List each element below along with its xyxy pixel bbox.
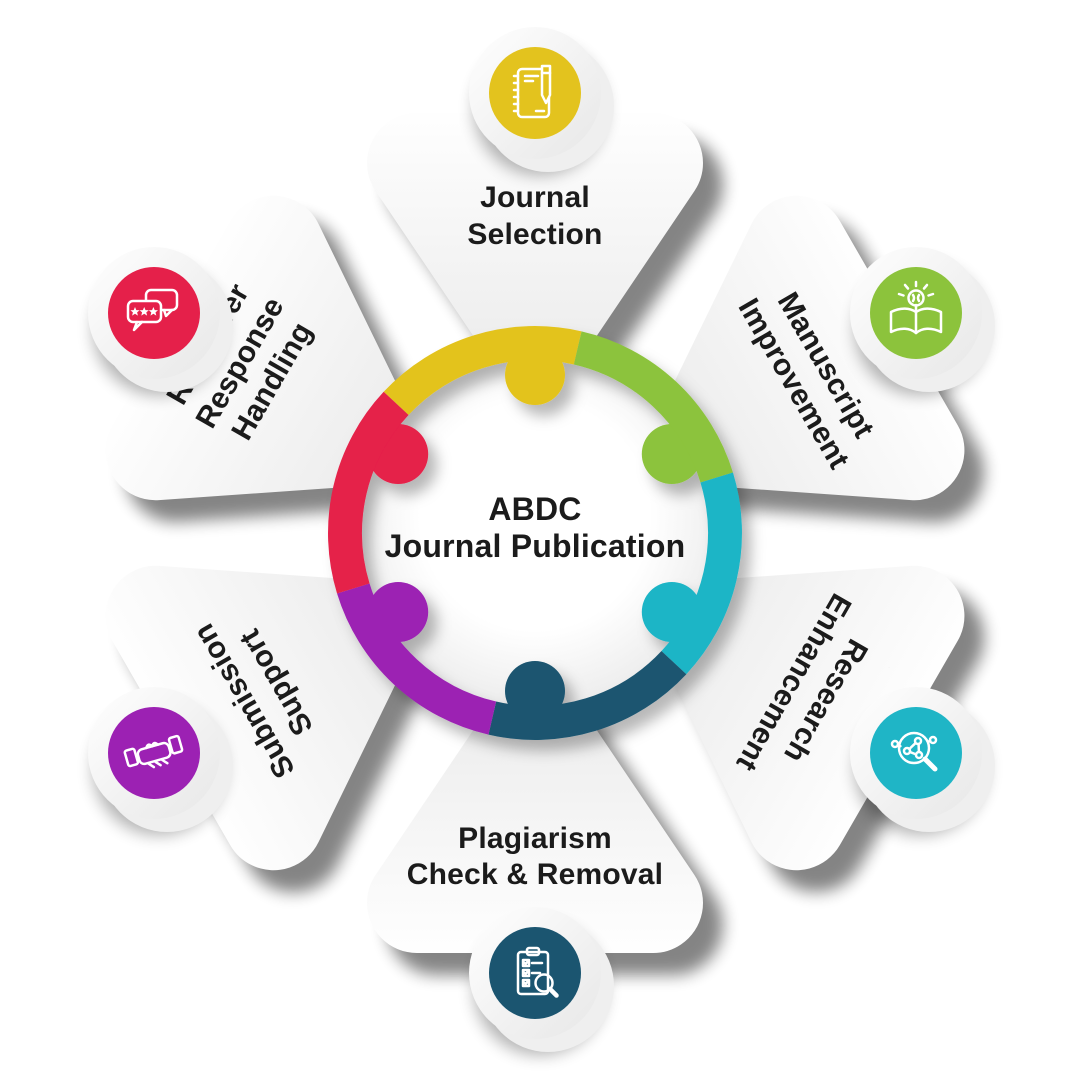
ring-segment-submission-support (337, 583, 497, 735)
center-title-line-1: ABDC (488, 491, 581, 527)
petal-label-line: Selection (467, 218, 602, 251)
ring-segment-journal-selection (383, 326, 582, 416)
chat-bubbles-icon (126, 288, 179, 332)
badge-research-enhancement (850, 687, 995, 835)
puzzle-ring (328, 326, 742, 740)
badge-reviewer-response-handling (88, 247, 233, 395)
badge-submission-support (88, 687, 233, 835)
ring-segment-reviewer-response-handling (328, 391, 409, 594)
ring-segment-plagiarism-check-removal (488, 650, 687, 740)
ring-segment-research-enhancement (661, 472, 742, 675)
badge-manuscript-improvement (850, 247, 995, 395)
center-title-line-2: Journal Publication (385, 528, 686, 564)
molecule-magnifier-icon (890, 731, 938, 772)
badge-journal-selection (469, 27, 614, 175)
book-brain-icon (889, 280, 943, 335)
label-journal-selection: Journal Selection (467, 181, 602, 251)
badge-plagiarism-check-removal (469, 907, 614, 1055)
ring-segment-manuscript-improvement (573, 331, 733, 483)
petal-label-line: Check & Removal (407, 858, 663, 891)
petal-label-line: Journal (480, 181, 590, 214)
handshake-icon (123, 734, 184, 769)
label-plagiarism-check-removal: Plagiarism Check & Removal (407, 822, 663, 891)
clipboard-magnifier-icon (516, 946, 559, 998)
badge-color-circle (489, 47, 581, 139)
notebook-pen-icon (512, 64, 552, 119)
badge-color-circle (108, 707, 200, 799)
center-circle (361, 359, 709, 707)
petal-label-line: Plagiarism (458, 822, 612, 855)
